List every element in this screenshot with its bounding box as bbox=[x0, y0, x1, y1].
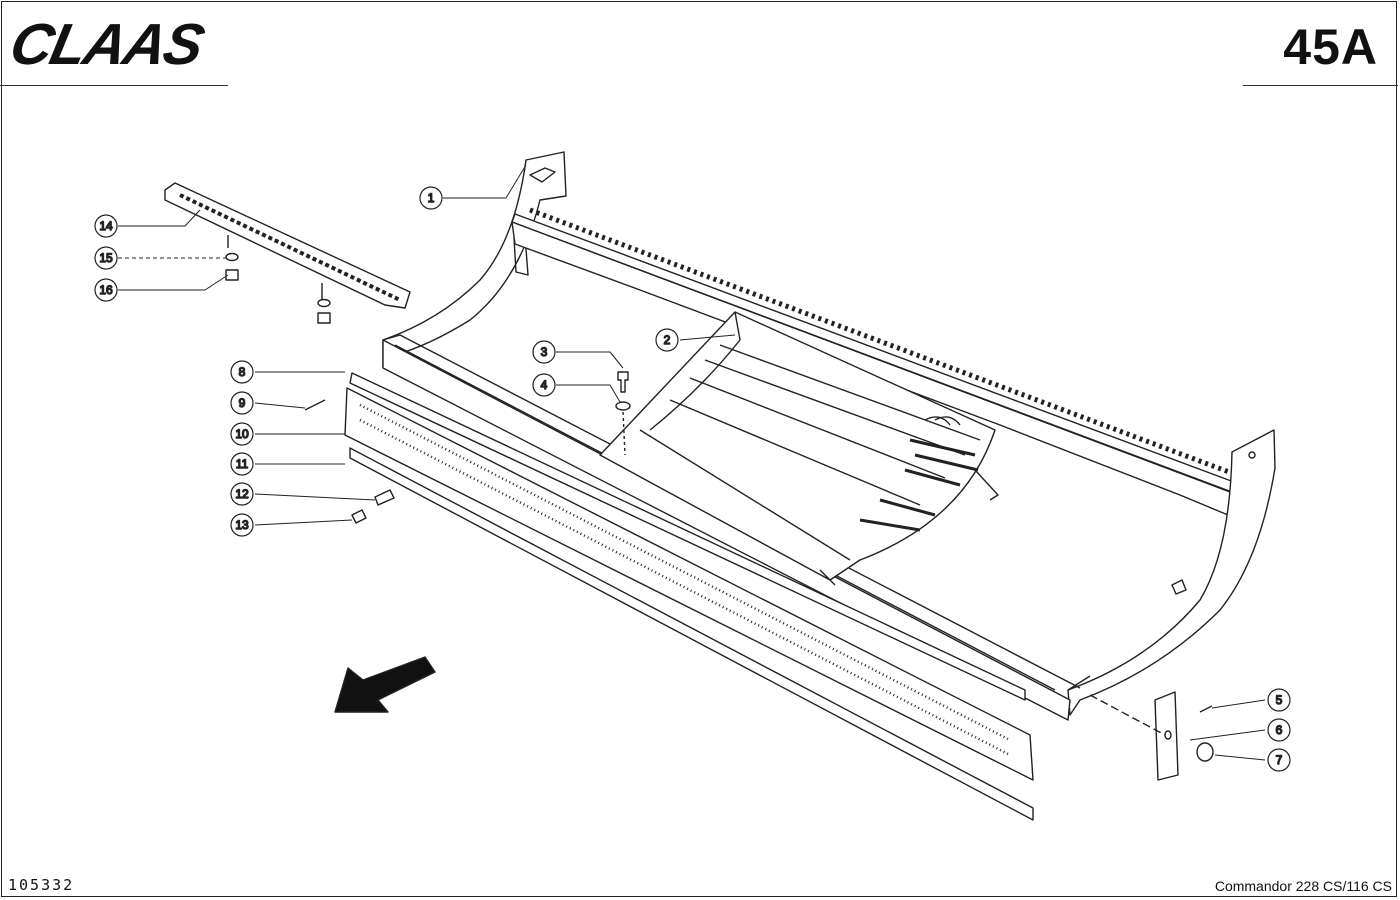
bolt-line-3-4 bbox=[622, 411, 626, 456]
svg-text:11: 11 bbox=[236, 457, 249, 471]
svg-text:12: 12 bbox=[235, 487, 249, 501]
washer-15b bbox=[317, 298, 331, 308]
bolt-3 bbox=[617, 371, 629, 393]
leader-lines bbox=[118, 164, 1266, 761]
nut-16b bbox=[317, 312, 331, 324]
callout-11: 11 bbox=[230, 452, 254, 476]
right-side-plate bbox=[1067, 429, 1276, 716]
svg-text:8: 8 bbox=[239, 365, 246, 379]
bolt-12 bbox=[374, 489, 395, 506]
claas-logo: CLAAS bbox=[10, 14, 210, 74]
direction-arrow bbox=[334, 656, 436, 713]
callout-13: 13 bbox=[230, 513, 254, 537]
page-number: 45A bbox=[1283, 19, 1378, 75]
strip-11 bbox=[349, 447, 1034, 821]
svg-text:13: 13 bbox=[235, 518, 249, 532]
seal-strip-10 bbox=[344, 387, 1034, 781]
header-rule-right bbox=[1243, 85, 1398, 86]
washer-4 bbox=[615, 401, 631, 411]
drawing-number: 105332 bbox=[8, 876, 75, 894]
callout-16: 16 bbox=[94, 278, 118, 302]
svg-text:5: 5 bbox=[1276, 693, 1283, 707]
callout-9: 9 bbox=[230, 391, 254, 415]
svg-text:10: 10 bbox=[235, 427, 249, 441]
callout-7: 7 bbox=[1267, 748, 1291, 772]
svg-text:7: 7 bbox=[1276, 753, 1283, 767]
callout-8: 8 bbox=[230, 360, 254, 384]
callout-3: 3 bbox=[532, 340, 556, 364]
callout-12: 12 bbox=[230, 482, 254, 506]
header-rule-left bbox=[0, 85, 228, 86]
washer-15 bbox=[225, 252, 239, 262]
callout-5: 5 bbox=[1267, 688, 1291, 712]
bearing-bracket bbox=[1089, 691, 1214, 781]
rasp-bar-14 bbox=[164, 182, 411, 309]
svg-text:3: 3 bbox=[541, 345, 548, 359]
svg-text:9: 9 bbox=[239, 396, 246, 410]
pin-9 bbox=[304, 399, 326, 411]
svg-text:2: 2 bbox=[664, 333, 671, 347]
callout-15: 15 bbox=[94, 246, 118, 270]
trough-body bbox=[382, 334, 1091, 721]
svg-text:14: 14 bbox=[99, 219, 113, 233]
svg-text:4: 4 bbox=[541, 378, 548, 392]
callout-1: 1 bbox=[419, 186, 443, 210]
callout-4: 4 bbox=[532, 373, 556, 397]
left-side-plate bbox=[382, 151, 567, 369]
svg-text:16: 16 bbox=[99, 283, 113, 297]
sieve-grate-insert bbox=[599, 311, 999, 586]
nut-13 bbox=[351, 509, 367, 524]
svg-text:6: 6 bbox=[1276, 723, 1283, 737]
strip-8 bbox=[349, 372, 1026, 701]
callout-14: 14 bbox=[94, 214, 118, 238]
callout-2: 2 bbox=[655, 328, 679, 352]
svg-text:15: 15 bbox=[99, 251, 113, 265]
model-designation: Commandor 228 CS/116 CS bbox=[1214, 878, 1392, 894]
svg-text:CLAAS: CLAAS bbox=[10, 14, 210, 74]
callout-10: 10 bbox=[230, 422, 254, 446]
callout-6: 6 bbox=[1267, 718, 1291, 742]
svg-text:1: 1 bbox=[428, 191, 435, 205]
